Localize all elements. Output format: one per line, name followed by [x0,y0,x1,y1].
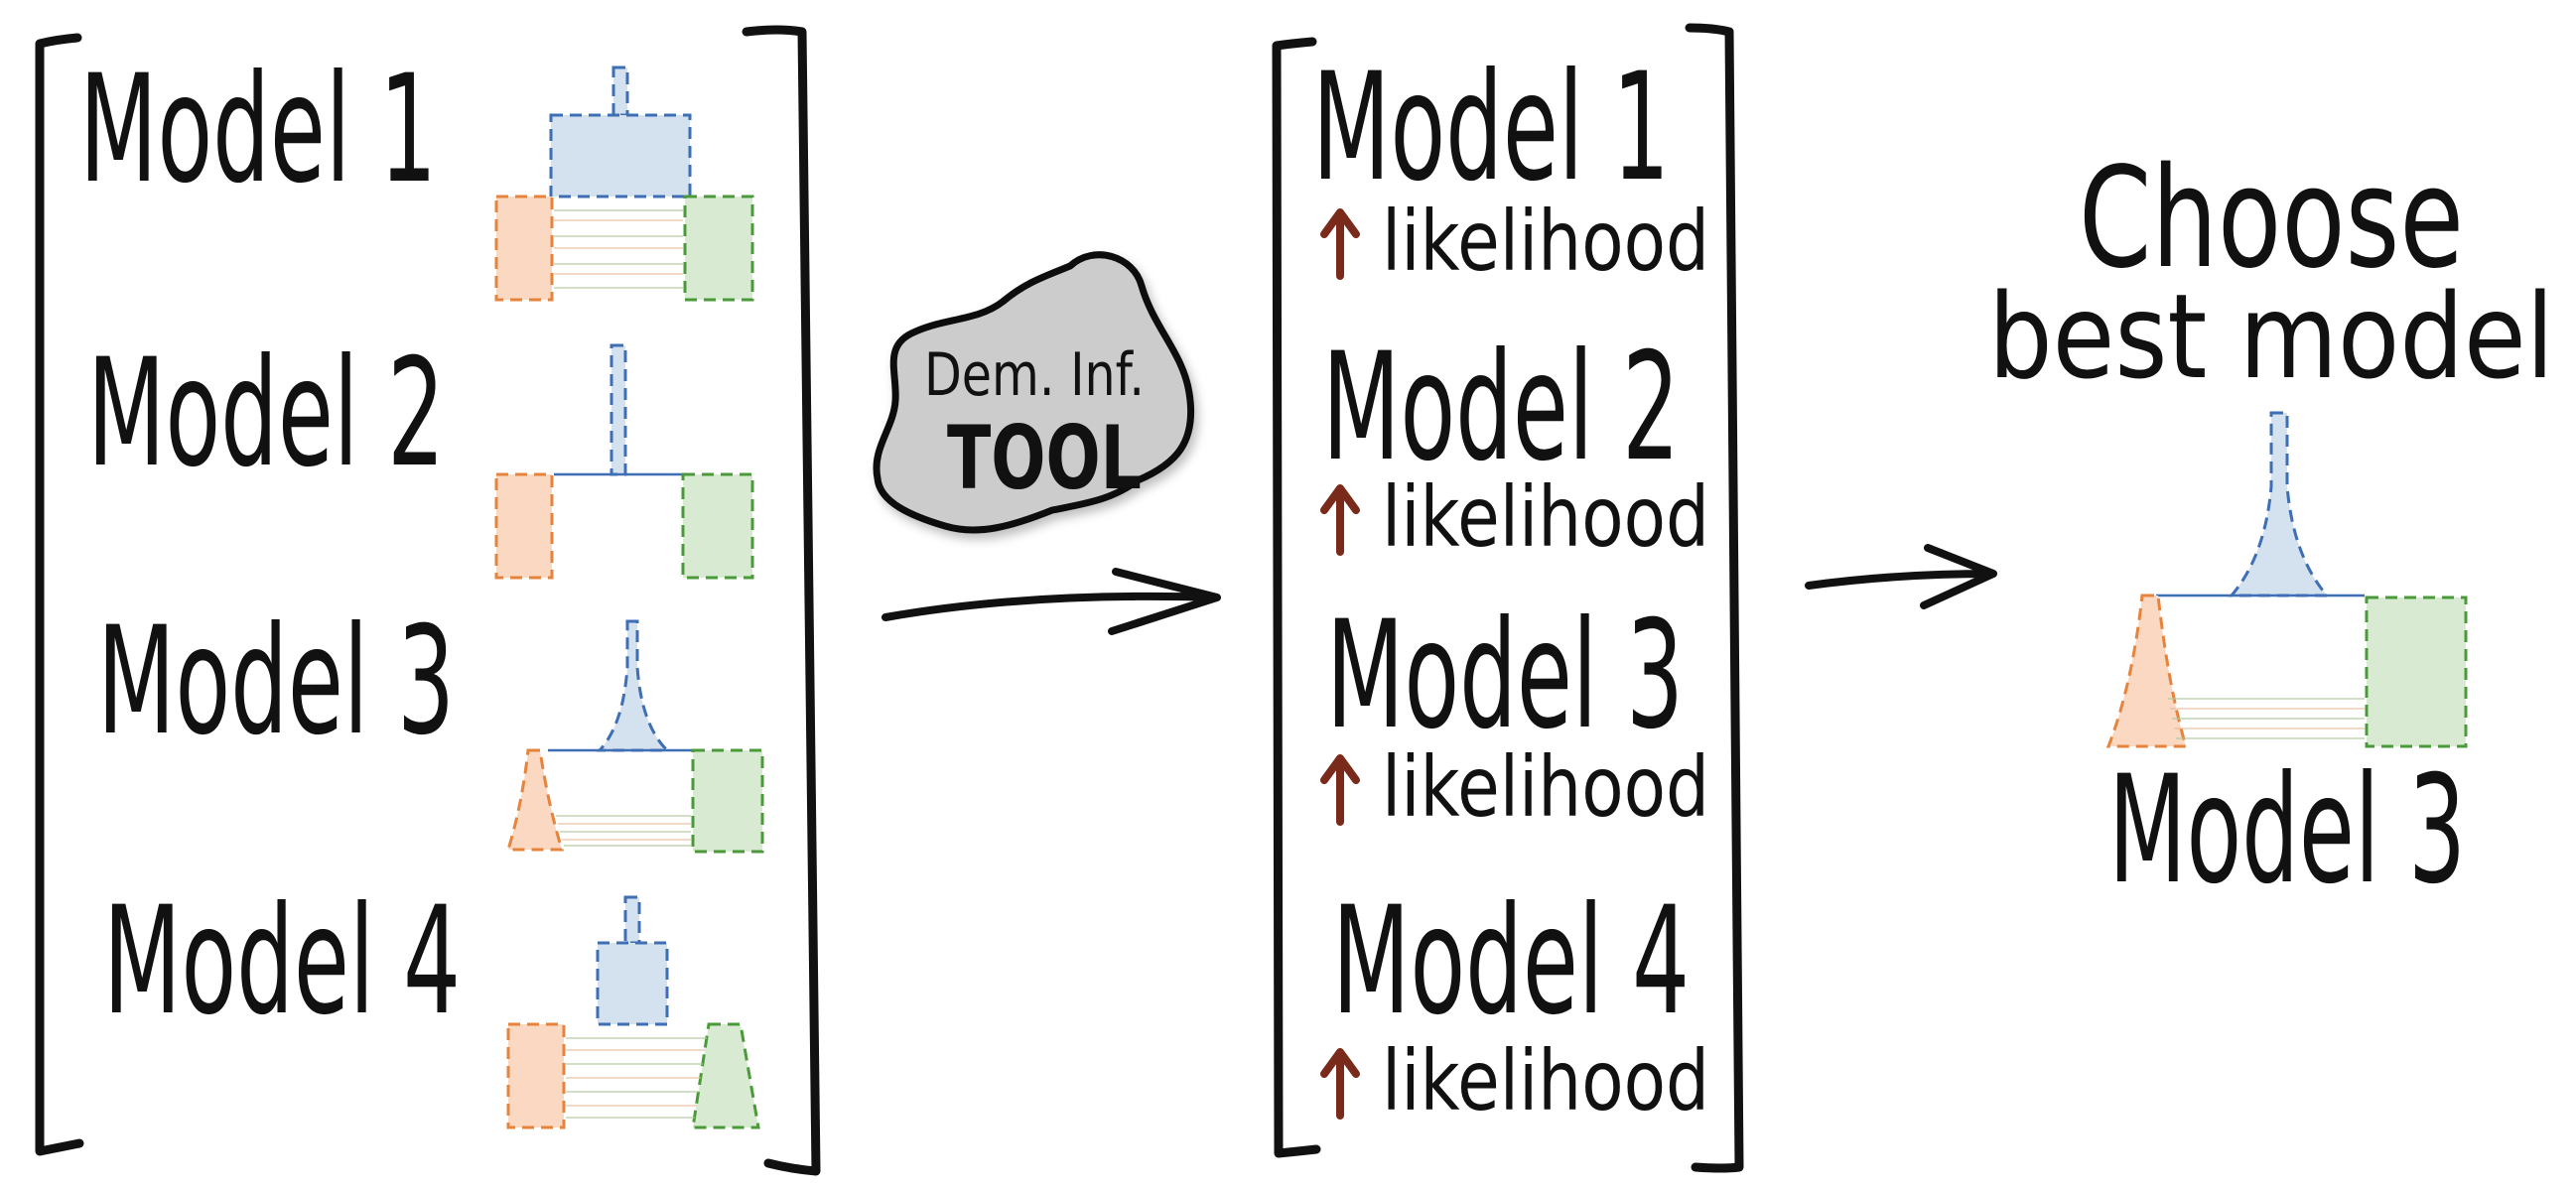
evaluated-metric-2: likelihood [1382,468,1709,566]
model-1-root-pop [611,66,629,117]
evaluated-metric-3: likelihood [1382,738,1709,836]
model-1-ancestral-pop [549,113,692,198]
evaluated-label-4: Model 4 [1332,875,1690,1048]
best-model-label: Model 3 [2108,744,2466,917]
choose-line-2: best model [1988,268,2554,405]
model-4-schematic [506,895,760,1129]
model-3-ancestral-pop [596,619,671,752]
candidate-label-4: Model 4 [103,875,461,1048]
model-1-orange-pop [494,195,554,302]
candidate-label-2: Model 2 [87,328,445,500]
evaluated-metric-4: likelihood [1382,1032,1709,1129]
left-bracket-close [742,25,821,1176]
evaluated-label-2: Model 2 [1322,322,1680,494]
model-2-schematic [494,343,754,580]
model-1-schematic [494,66,754,302]
best-model-orange-pop [2105,594,2188,748]
middle-bracket-open [1272,37,1321,1158]
model-4-green-pop [691,1022,760,1129]
model-4-root-pop [623,895,641,945]
model-4-ancestral-pop [596,941,669,1026]
model-4-migration-lines [566,1037,707,1119]
likelihood-arrow-3 [1320,754,1360,826]
best-model-migration-lines [2168,698,2365,739]
model-3-orange-pop [505,748,565,852]
model-3-migration-lines [556,815,691,847]
model-3-green-pop [691,748,764,854]
likelihood-arrow-1 [1320,208,1360,280]
tool-blob [873,251,1195,534]
model-2-root-pop [610,343,627,476]
tool-flow-arrow [881,568,1221,635]
best-model-green-pop [2365,596,2468,748]
model-1-green-pop [683,195,754,302]
evaluated-metric-1: likelihood [1382,193,1709,290]
model-4-orange-pop [506,1022,566,1129]
likelihood-arrow-2 [1320,484,1360,556]
candidate-label-1: Model 1 [79,44,437,216]
choose-line-1: Choose [2079,138,2464,300]
select-flow-arrow [1805,544,1997,609]
model-1-migration-lines [554,209,683,289]
candidate-label-3: Model 3 [97,596,455,768]
tool-line-1: Dem. Inf. [924,340,1145,410]
tool-line-2: TOOL [947,407,1142,509]
middle-bracket-close [1685,23,1744,1173]
model-2-green-pop [681,472,754,580]
evaluated-label-1: Model 1 [1312,42,1670,214]
evaluated-label-3: Model 3 [1326,590,1684,762]
best-model-schematic [2105,411,2468,748]
model-2-orange-pop [494,472,554,580]
likelihood-arrow-4 [1320,1048,1360,1120]
left-bracket-open [35,33,84,1156]
best-model-ancestral-pop [2228,411,2331,597]
model-3-schematic [505,619,764,854]
